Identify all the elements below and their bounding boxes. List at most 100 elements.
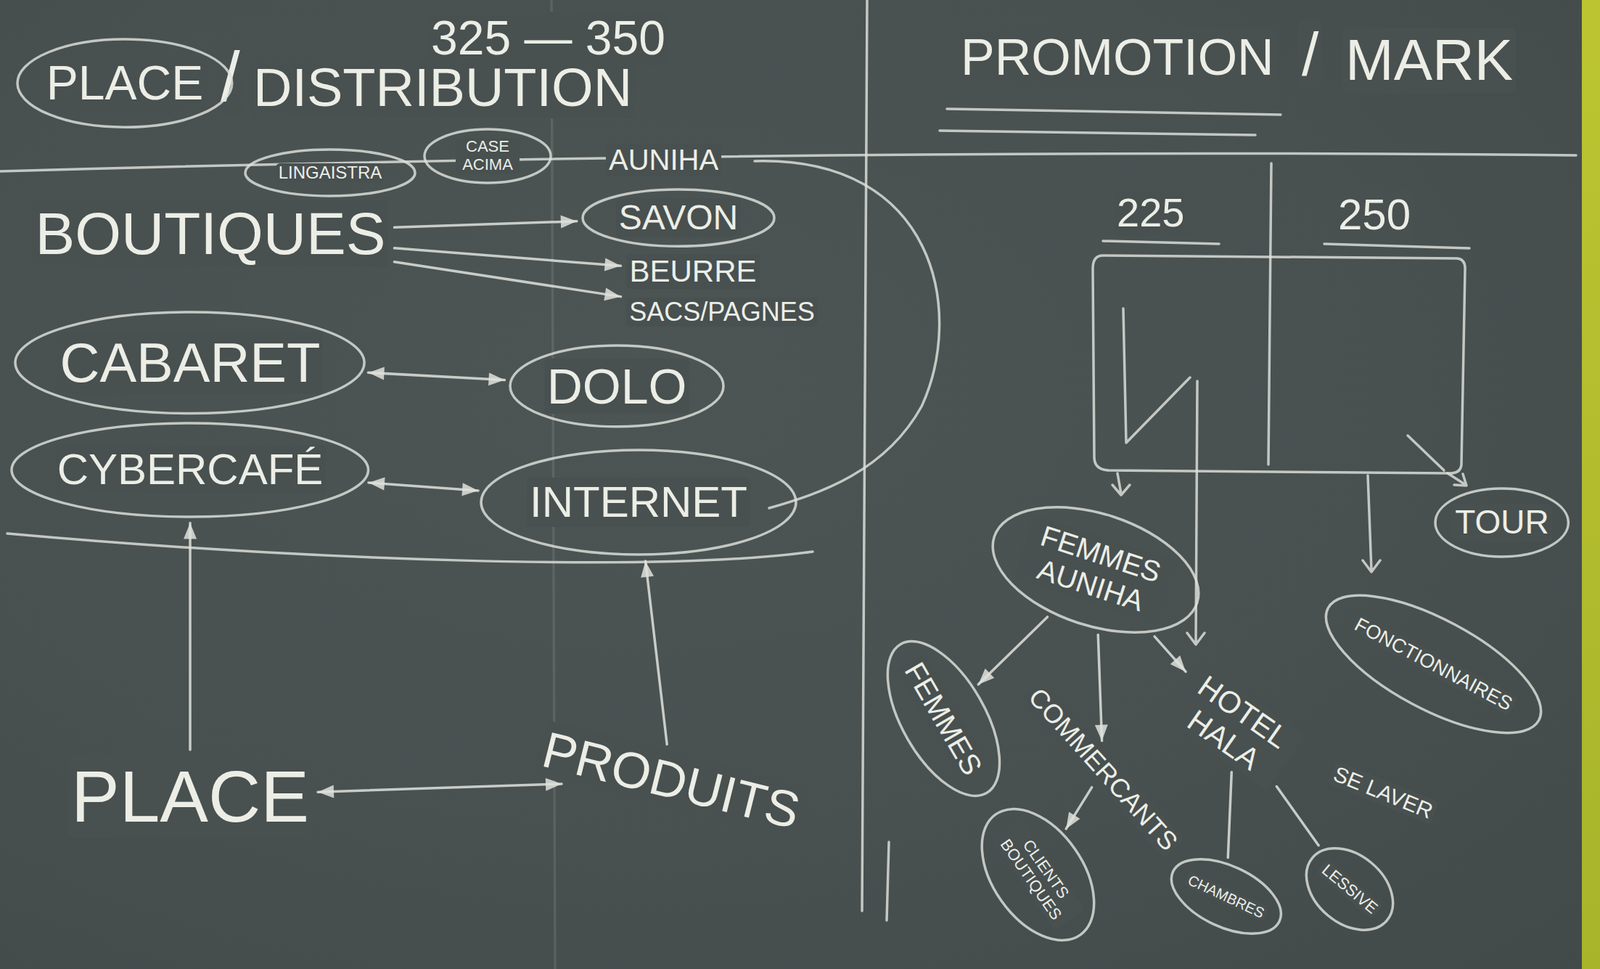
connector-line <box>1276 786 1319 846</box>
chalk-word: BEURRE <box>624 252 761 290</box>
divider-line <box>862 0 868 911</box>
chalk-arrow <box>1065 787 1093 829</box>
chalk-ellipse: CHAMBRES <box>1157 840 1296 952</box>
node-text: PLACE <box>43 56 207 111</box>
node-text: HOTEL HALA <box>1160 660 1307 791</box>
node-text: FONCTIONNAIRES <box>1348 611 1519 717</box>
chalk-arrow <box>640 560 667 745</box>
chalk-ellipse: TOUR <box>1433 486 1571 559</box>
node-text: LESSIVE <box>1316 859 1384 920</box>
node-text: SAVON <box>616 198 741 238</box>
chalk-arrow <box>1276 786 1319 846</box>
chalk-circle <box>958 788 1117 960</box>
chalk-ellipse: DOLO <box>507 343 726 429</box>
chalk-ellipse: CABARET <box>13 309 367 416</box>
chalk-ellipse: CLIENTS BOUTIQUES <box>955 785 1120 964</box>
edge-strip <box>1581 0 1600 969</box>
chalk-arrow <box>1154 636 1186 672</box>
node-text: CYBERCAFÉ <box>54 444 327 494</box>
sketch-stroke <box>1407 435 1444 471</box>
chalk-ellipse: FEMMES AUNIHA <box>974 481 1218 659</box>
chalk-label: MARK <box>1342 27 1516 93</box>
node-text: COMMERCANTS <box>1020 679 1186 858</box>
chalk-label: 225 <box>1113 190 1188 236</box>
connector-line <box>367 372 505 380</box>
chalk-arrow <box>368 477 479 497</box>
connector-line <box>188 523 192 751</box>
underline <box>939 130 1256 135</box>
chalk-circle <box>510 345 724 427</box>
arrow-head <box>317 784 334 798</box>
chalk-circle <box>976 483 1214 656</box>
chalk-circle <box>1290 831 1409 947</box>
node-text: CABARET <box>57 331 324 394</box>
sketch-stroke <box>886 841 889 921</box>
chalk-ellipse: INTERNET <box>478 447 799 557</box>
chalk-circle <box>481 449 797 555</box>
chalk-ellipse: CYBERCAFÉ <box>9 420 371 519</box>
connector-line <box>1154 636 1186 672</box>
connector-line <box>1227 772 1232 858</box>
chalk-arrow <box>394 215 577 229</box>
node-text: DOLO <box>544 358 691 414</box>
chalk-circle <box>17 39 233 127</box>
arrow-head <box>488 372 505 386</box>
node-text: CASE ACIMA <box>455 137 520 174</box>
chalk-word: PLACE <box>66 753 314 839</box>
underline <box>1324 243 1470 249</box>
chalk-label: / <box>1298 20 1322 89</box>
connector-line <box>1065 787 1093 829</box>
node-text: LINGAISTRA <box>275 163 386 183</box>
arrow-head <box>604 258 622 272</box>
chalk-label: 250 <box>1335 190 1414 239</box>
node-text: BEURRE <box>626 253 760 289</box>
node-text: INTERNET <box>526 477 751 527</box>
chalk-circle <box>245 149 416 196</box>
node-text: FEMMES <box>896 653 990 783</box>
arrow-head <box>183 523 197 540</box>
sketch-stroke <box>1123 308 1191 443</box>
leader-arrow <box>1447 473 1467 486</box>
underline <box>946 108 1281 115</box>
connector-line <box>394 261 621 297</box>
chalk-arrow <box>367 367 505 387</box>
chalk-circle <box>1435 488 1569 557</box>
arrow-head <box>367 367 384 381</box>
chalk-arrow <box>394 261 621 301</box>
node-text: FEMMES AUNIHA <box>1013 515 1178 624</box>
connector-line <box>317 783 562 792</box>
chalk-ellipse: LINGAISTRA <box>243 147 418 199</box>
chalk-label: 325 — 350 <box>428 11 669 66</box>
chalk-circle <box>424 129 551 183</box>
board-sketch <box>1092 255 1466 474</box>
chalk-word: COMMERCANTS <box>1018 677 1188 860</box>
loop-line <box>7 533 813 563</box>
chalk-arrow <box>1227 772 1232 858</box>
chalk-arrow <box>1094 634 1109 741</box>
underline <box>1102 240 1220 244</box>
divider-line <box>1268 163 1272 465</box>
chalk-circle <box>582 189 775 246</box>
chalk-circle <box>1160 843 1293 949</box>
node-text: PLACE <box>68 755 313 837</box>
connector-line <box>978 616 1048 685</box>
chalk-ellipse: FONCTIONNAIRES <box>1303 565 1563 763</box>
leader-arrow <box>1112 473 1130 495</box>
chalk-word: BOUTIQUES <box>31 198 391 269</box>
chalk-word: PRODUITS <box>532 718 811 842</box>
node-text: CLIENTS BOUTIQUES <box>991 818 1085 931</box>
arrow-head <box>640 560 654 578</box>
connector-line <box>645 560 668 745</box>
chalk-circle <box>15 312 365 414</box>
node-text: TOUR <box>1451 503 1553 542</box>
chalk-label: DISTRIBUTION <box>250 58 635 119</box>
arrow-head <box>1065 811 1080 828</box>
arrow-head <box>1170 655 1186 672</box>
chalk-arrow <box>978 616 1048 685</box>
connector-line <box>394 248 621 266</box>
chalk-label: AUNIHA <box>605 143 722 177</box>
chalk-circle <box>11 423 369 517</box>
chalk-ellipse: LESSIVE <box>1287 828 1413 950</box>
arrow-head <box>978 668 995 685</box>
